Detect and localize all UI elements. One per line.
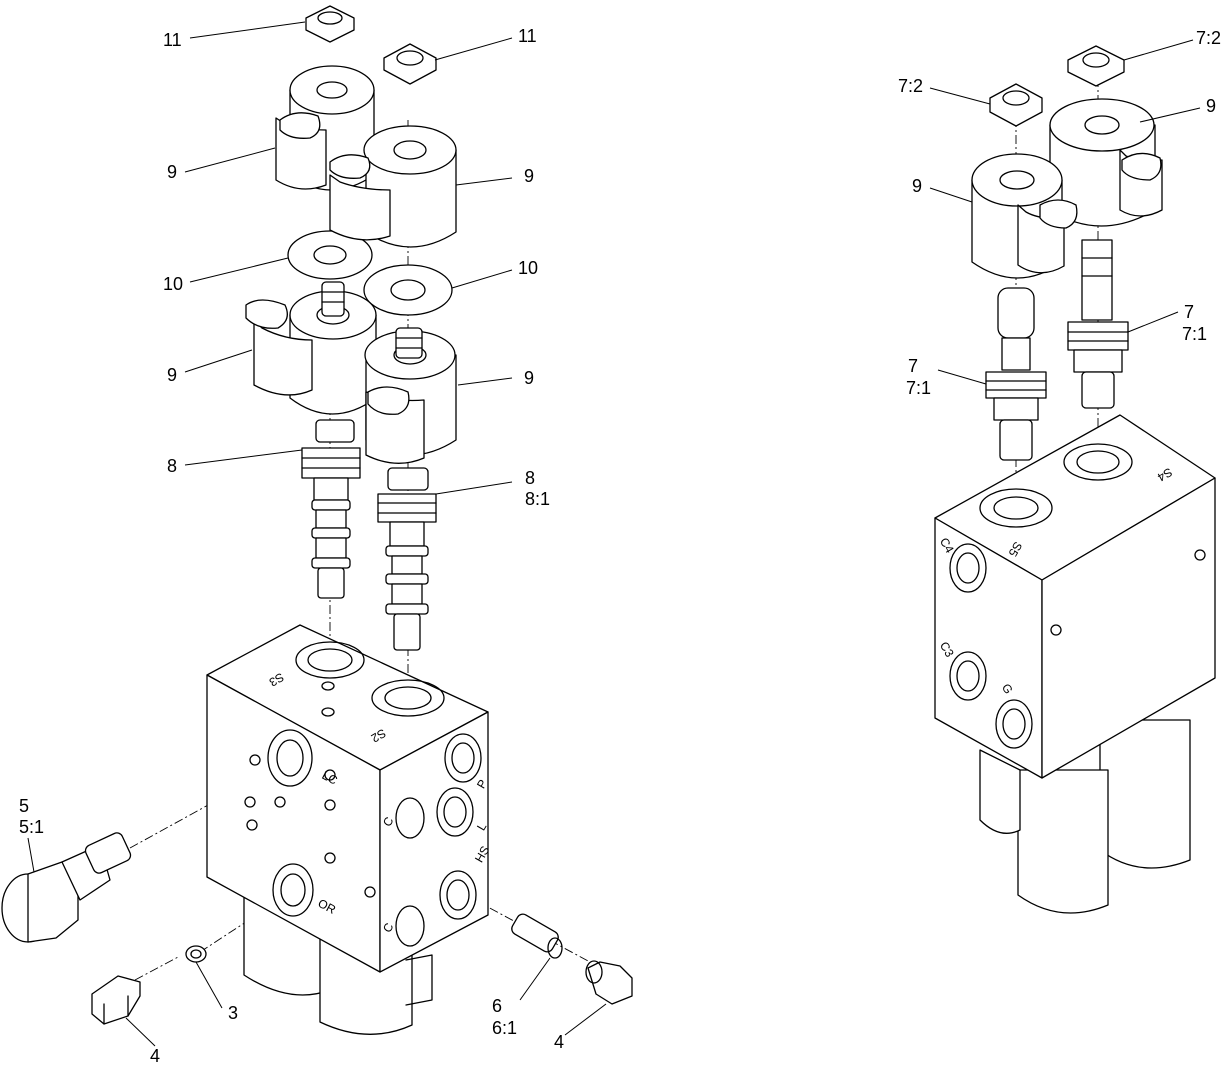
solenoid-coil-9-upper-left [275,65,375,191]
callout-10-right: 10 [518,258,538,278]
port-label-s5: S5 [1005,539,1025,559]
plug-4-left [91,975,141,1025]
callout-9-right-front: 9 [912,176,922,196]
callout-3: 3 [228,1003,238,1023]
callout-4-left: 4 [150,1046,160,1066]
callout-5-line2: 5:1 [19,817,44,837]
callout-7-right-line2: 7:1 [1182,324,1207,344]
port-label-s4: S4 [1155,465,1175,485]
callout-10-left: 10 [163,274,183,294]
washer-10-left [287,230,373,280]
nut-7-2-back [1067,45,1125,87]
right-valve-assembly: S4 S5 C4 C3 G [898,28,1221,914]
callout-7-left-line2: 7:1 [906,378,931,398]
callout-5-line1: 5 [19,796,29,816]
cartridge-valve-8 [301,419,361,599]
port-label-c4: C4 [937,535,957,556]
left-valve-assembly: S3 S2 LC OR P HS C C L [1,5,633,1066]
callout-11-right: 11 [518,26,537,46]
solenoid-coil-9-lower-right [364,327,457,464]
cartridge-valve-7-left [985,287,1047,461]
callout-9-lower-left: 9 [167,365,177,385]
callout-4-right: 4 [554,1032,564,1052]
callout-9-upper-left: 9 [167,162,177,182]
manifold-block-left: S3 S2 LC OR P HS C C L [206,624,492,973]
manifold-block-right: S4 S5 C4 C3 G [934,414,1216,779]
washer-10-right [363,264,453,316]
cartridge-valve-7-right [1067,239,1129,409]
callout-9-upper-right: 9 [524,166,534,186]
callout-7-2-front: 7:2 [898,76,923,96]
solenoid-coil-9-right-back [1049,98,1163,227]
cartridge-valve-8-1 [377,467,437,651]
callout-6-line2: 6:1 [492,1018,517,1038]
callout-8-line1: 8 [525,468,535,488]
callout-7-2-back: 7:2 [1196,28,1221,48]
callout-8-line2: 8:1 [525,489,550,509]
solenoid-coil-9-upper-right [329,125,457,248]
port-label-s3: S3 [266,670,286,690]
plug-4-right [585,960,633,1005]
block-lower-cylinders-right [979,719,1191,914]
plug-3 [185,945,207,963]
callout-6-line1: 6 [492,996,502,1016]
nut-11-left [305,5,355,43]
callout-9-lower-right: 9 [524,368,534,388]
port-label-s2: S2 [368,726,388,746]
solenoid-coil-9-right-front [971,153,1078,279]
callout-7-right-line1: 7 [1184,302,1194,322]
relief-valve-5 [1,832,132,943]
callout-9-right-back: 9 [1206,96,1216,116]
port-label-lc: LC [320,768,340,788]
callout-11-left: 11 [163,30,182,50]
callout-8: 8 [167,456,177,476]
port-label-c3: C3 [937,639,957,660]
solenoid-coil-9-lower-left [245,281,377,415]
nut-7-2-front [989,83,1043,127]
callout-7-left-line1: 7 [908,356,918,376]
centerline-plug-4a [134,955,181,981]
orifice-6 [511,913,563,959]
nut-11-right [383,43,437,85]
